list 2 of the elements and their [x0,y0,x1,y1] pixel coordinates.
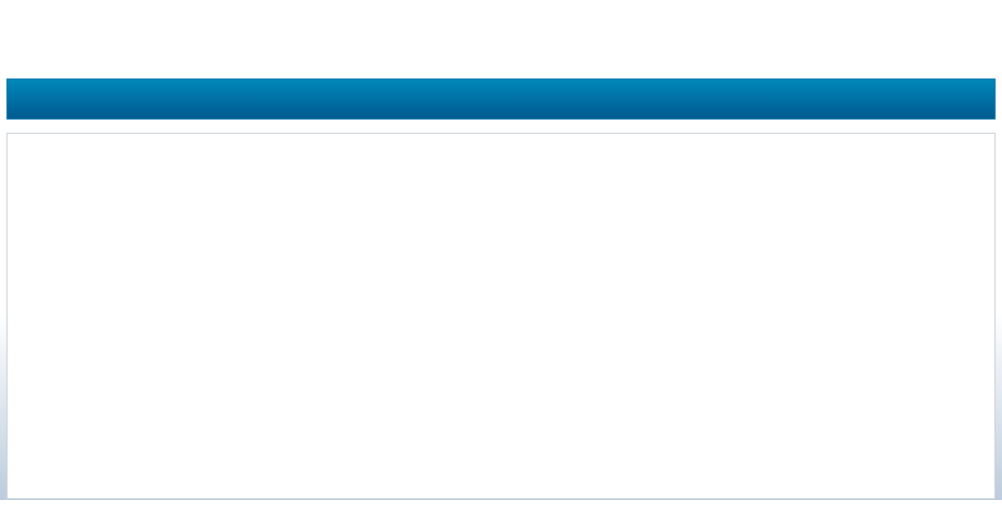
header-bar [6,78,996,120]
content-panel [6,132,996,500]
